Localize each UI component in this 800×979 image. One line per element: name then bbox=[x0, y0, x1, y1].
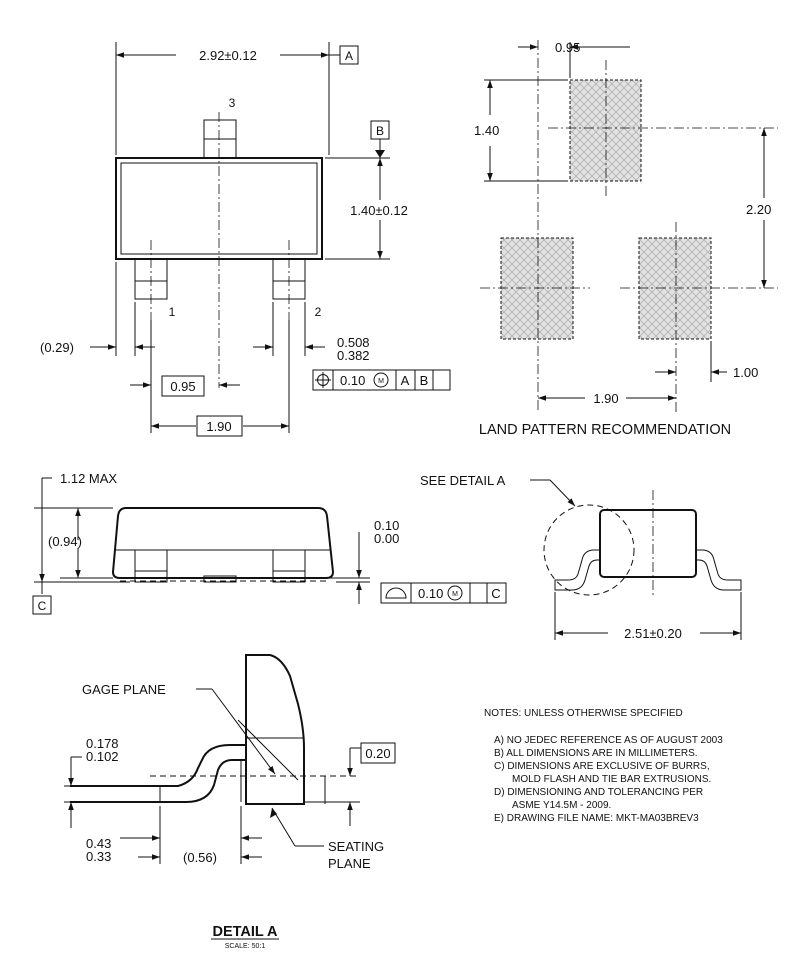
dim-standoff-min: 0.00 bbox=[374, 531, 399, 546]
fcf-position-modifier: M bbox=[378, 378, 384, 385]
end-lead-left bbox=[554, 549, 600, 591]
dim-foot-reference: (0.56) bbox=[183, 850, 217, 865]
land-pattern-title: LAND PATTERN RECOMMENDATION bbox=[479, 422, 731, 438]
dim-pitch: 0.95 bbox=[170, 379, 195, 394]
mmc-modifier-icon bbox=[373, 372, 389, 388]
land-pattern: 0.95 1.40 2.20 1.00 1.90 LAND PATTERN RE… bbox=[474, 40, 778, 438]
dim-gage: 0.20 bbox=[365, 746, 390, 761]
end-view: SEE DETAIL A 2.51±0.20 bbox=[420, 473, 742, 641]
profile-mmc-modifier-icon bbox=[447, 585, 463, 601]
fcf-profile-modifier: M bbox=[452, 591, 458, 598]
dim-lead-span: 1.90 bbox=[206, 419, 231, 434]
top-view: 2.92±0.12 A 3 B 1.40±0.12 1 2 (0.29) 0.5… bbox=[40, 42, 451, 437]
dim-body-thickness: (0.94) bbox=[48, 534, 82, 549]
seating-plane-label-2: PLANE bbox=[328, 856, 371, 871]
pin-3-label: 3 bbox=[229, 96, 236, 110]
fcf-position-datum-b: B bbox=[420, 373, 429, 388]
fcf-position-datum-a: A bbox=[401, 373, 410, 388]
seating-plane-label-1: SEATING bbox=[328, 839, 384, 854]
dim-pad-offset: 1.00 bbox=[733, 365, 758, 380]
note-e: E) DRAWING FILE NAME: MKT-MA03BREV3 bbox=[494, 813, 699, 824]
side-body-outline bbox=[111, 507, 335, 579]
see-detail-a-callout: SEE DETAIL A bbox=[420, 473, 506, 488]
detail-body-edge bbox=[245, 654, 305, 805]
pin-2-label: 2 bbox=[315, 305, 322, 319]
note-c: C) DIMENSIONS ARE EXCLUSIVE OF BURRS, bbox=[494, 761, 710, 772]
dim-body-width: 2.92±0.12 bbox=[199, 48, 257, 63]
detail-a-title: DETAIL A bbox=[213, 924, 279, 940]
note-a: A) NO JEDEC REFERENCE AS OF AUGUST 2003 bbox=[494, 735, 723, 746]
dim-lead-thickness-max: 0.178 bbox=[86, 736, 119, 751]
dim-body-height: 1.40±0.12 bbox=[350, 203, 408, 218]
fcf-profile-datum: C bbox=[491, 586, 500, 601]
pad-1 bbox=[500, 237, 574, 340]
profile-surface-icon bbox=[385, 587, 407, 599]
fcf-position-tolerance: 0.10 bbox=[340, 373, 365, 388]
detail-a-scale: SCALE: 50:1 bbox=[225, 943, 266, 950]
dim-height-max: 1.12 MAX bbox=[60, 471, 117, 486]
detail-lead bbox=[70, 744, 246, 803]
note-c-continued: MOLD FLASH AND TIE BAR EXTRUSIONS. bbox=[512, 774, 711, 785]
gage-plane-label: GAGE PLANE bbox=[82, 682, 166, 697]
side-lead-right bbox=[272, 549, 306, 583]
dim-foot-length-min: 0.33 bbox=[86, 849, 111, 864]
notes-heading: NOTES: UNLESS OTHERWISE SPECIFIED bbox=[484, 708, 683, 719]
datum-c-label: C bbox=[38, 599, 47, 613]
end-body-outline bbox=[599, 509, 697, 578]
notes: NOTES: UNLESS OTHERWISE SPECIFIED A) NO … bbox=[484, 708, 723, 824]
profile-tolerance-frame: 0.10 M C bbox=[380, 582, 507, 604]
dim-lead-width-max: 0.508 bbox=[337, 335, 370, 350]
dim-pad-height: 1.40 bbox=[474, 123, 499, 138]
dim-pad-width: 0.95 bbox=[555, 40, 580, 55]
note-b: B) ALL DIMENSIONS ARE IN MILLIMETERS. bbox=[494, 748, 698, 759]
pad-2 bbox=[638, 237, 712, 340]
position-tolerance-frame: 0.10 M A B bbox=[312, 369, 451, 391]
pad-3 bbox=[569, 79, 642, 182]
dim-overall-width: 2.51±0.20 bbox=[624, 626, 682, 641]
pin-1-label: 1 bbox=[169, 305, 176, 319]
detail-a: GAGE PLANE 0.178 0.102 0.20 0.43 0.33 (0… bbox=[64, 654, 396, 950]
side-lead-left bbox=[134, 549, 168, 583]
fcf-profile-tolerance: 0.10 bbox=[418, 586, 443, 601]
end-lead-right bbox=[696, 549, 742, 591]
note-d-continued: ASME Y14.5M - 2009. bbox=[512, 800, 611, 811]
datum-a-label: A bbox=[345, 49, 353, 63]
datum-b-label: B bbox=[376, 124, 384, 138]
side-view: 1.12 MAX C (0.94) 0.10 0.00 0.10 M C bbox=[32, 471, 507, 615]
note-d: D) DIMENSIONING AND TOLERANCING PER bbox=[494, 787, 703, 798]
dim-standoff-max: 0.10 bbox=[374, 518, 399, 533]
dim-lead-width-min: 0.382 bbox=[337, 348, 370, 363]
dim-foot-length-max: 0.43 bbox=[86, 836, 111, 851]
dim-pad-span: 1.90 bbox=[593, 391, 618, 406]
dim-row-spacing: 2.20 bbox=[746, 202, 771, 217]
dim-lead-offset: (0.29) bbox=[40, 340, 74, 355]
detail-a-circle bbox=[543, 504, 635, 596]
dim-lead-thickness-min: 0.102 bbox=[86, 749, 119, 764]
